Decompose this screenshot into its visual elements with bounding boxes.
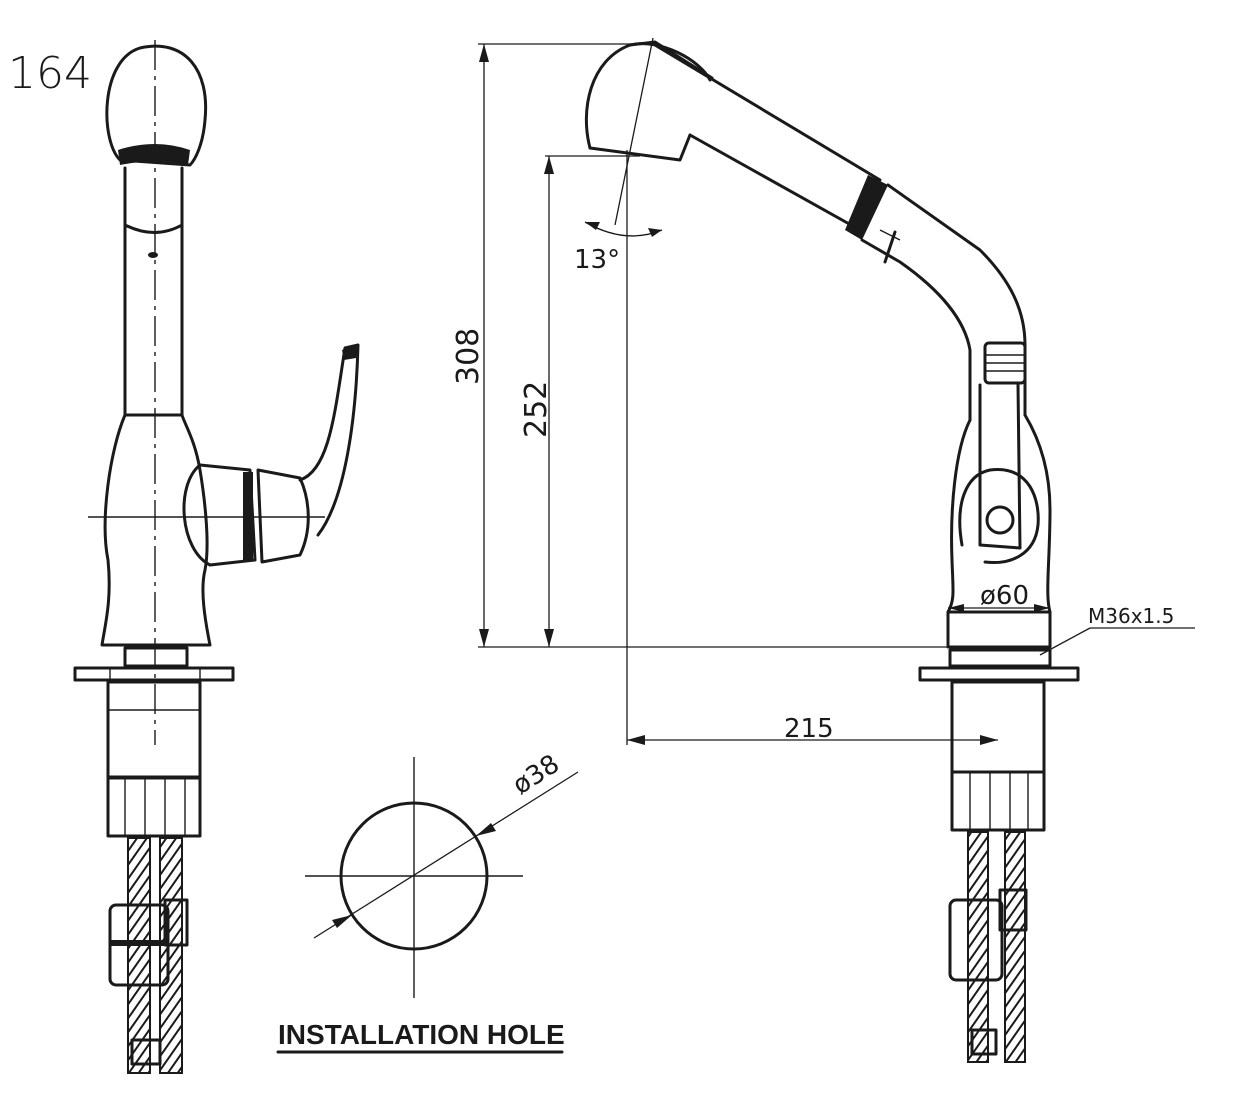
dimension-lines <box>478 37 1195 745</box>
dimension-label-308: 308 <box>451 328 486 385</box>
front-view <box>73 40 360 1074</box>
side-view <box>584 40 1080 1063</box>
dimension-label-thread: M36x1.5 <box>1088 604 1174 628</box>
dimension-label-252: 252 <box>519 381 554 438</box>
dimension-label-hole-diameter: ø38 <box>507 749 564 801</box>
installation-hole-label: INSTALLATION HOLE <box>278 1019 565 1050</box>
dimension-label-reach: 215 <box>784 714 834 744</box>
model-number: 164 <box>8 48 92 99</box>
installation-hole <box>276 757 579 1054</box>
dimension-label-angle: 13° <box>574 245 620 275</box>
dimension-label-base-diameter: ø60 <box>980 581 1029 611</box>
